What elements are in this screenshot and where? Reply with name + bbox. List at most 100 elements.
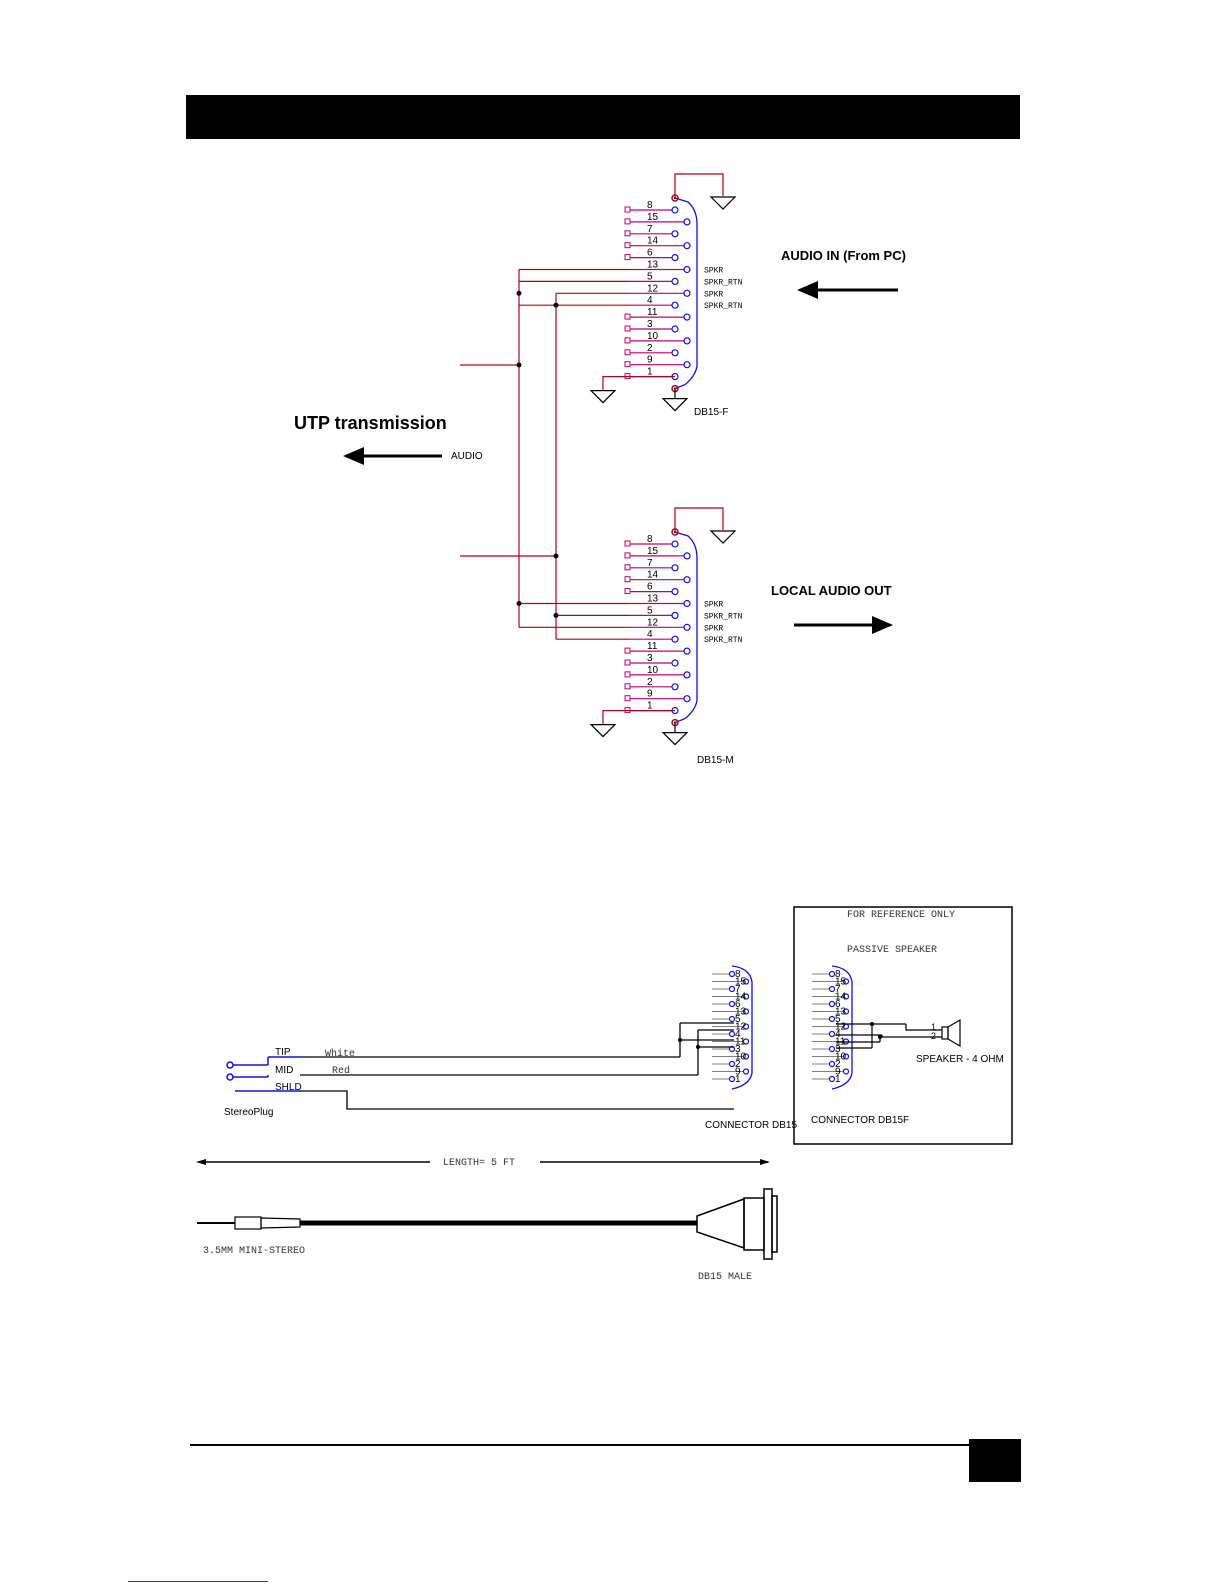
length-label: LENGTH= 5 FT: [443, 1158, 515, 1169]
audio-in-arrow-icon: [797, 281, 898, 299]
cable-connector-label: CONNECTOR DB15: [705, 1120, 797, 1131]
small-pin-number: 6: [835, 999, 841, 1010]
pin-stub: [624, 564, 631, 571]
ground-symbol-top-icon: [709, 530, 737, 544]
junction-dot: [553, 553, 559, 559]
signal-label: SPKR_RTN: [704, 612, 743, 621]
small-pin-number: 1: [835, 1074, 841, 1085]
pin-number: 15: [647, 546, 659, 557]
junction-dot: [553, 302, 559, 308]
audio-wires: [460, 268, 630, 640]
ground-symbol-bottom-icon: [661, 398, 689, 412]
junction-dot: [516, 601, 522, 606]
small-pin-number: 14: [735, 992, 747, 1003]
pin-socket: [671, 349, 679, 357]
page-number-box: [969, 1439, 1021, 1482]
small-pin-number: 13: [835, 1007, 847, 1018]
pin-stub: [624, 647, 631, 654]
small-pin-socket: [828, 1075, 836, 1083]
ground-symbol-pin1-icon: [589, 390, 617, 404]
mini-stereo-label: 3.5MM MINI-STEREO: [203, 1246, 305, 1257]
small-pin-number: 7: [735, 984, 741, 995]
signal-label: SPKR_RTN: [704, 302, 743, 311]
speaker-icon: [941, 1018, 961, 1048]
reference-title: FOR REFERENCE ONLY: [847, 910, 955, 921]
pin-socket: [671, 277, 679, 285]
pin-number: 7: [647, 224, 653, 235]
ground-wire-pin1: [602, 709, 675, 725]
pin-number: 8: [647, 200, 653, 211]
small-pin-number: 5: [835, 1014, 841, 1025]
pin-socket: [683, 671, 691, 679]
bottom-link-line: [128, 1581, 268, 1582]
small-pin-number: 8: [735, 969, 741, 980]
small-pin-number: 8: [835, 969, 841, 980]
small-pin-socket: [842, 1008, 850, 1015]
signal-label: SPKR: [704, 601, 723, 610]
audio-out-arrow-icon: [794, 616, 893, 634]
pin-number: 10: [647, 665, 659, 676]
pin-socket: [683, 265, 691, 274]
small-pin-socket: [728, 1060, 736, 1068]
small-pin-number: 2: [735, 1059, 741, 1070]
small-pin-socket: [728, 985, 736, 993]
small-connector-shell: [831, 965, 853, 1090]
pin-stub: [624, 552, 631, 559]
db15-male-label: DB15 MALE: [698, 1272, 752, 1283]
pin-number: 11: [647, 307, 658, 318]
pin-stub: [624, 254, 631, 261]
speaker-label: SPEAKER - 4 OHM: [916, 1054, 1004, 1065]
pin-number: 3: [647, 653, 653, 664]
reference-subtitle: PASSIVE SPEAKER: [847, 945, 937, 956]
pin-number: 12: [647, 283, 659, 294]
small-pin-socket: [842, 978, 850, 985]
pin-number: 13: [647, 260, 659, 271]
pin-stub: [624, 683, 631, 690]
connector-m-name: DB15-M: [697, 755, 734, 766]
pin-number: 11: [647, 641, 658, 652]
pin-socket: [671, 206, 679, 214]
reference-box: [793, 906, 1013, 1145]
pin-stub: [624, 695, 631, 702]
pin-stub: [624, 659, 631, 666]
signal-label: SPKR: [704, 624, 723, 633]
small-pin-number: 12: [735, 1022, 747, 1033]
pin-number: 4: [647, 629, 653, 640]
pin-socket: [683, 289, 691, 297]
junction-dot: [516, 362, 522, 368]
header-bar: [186, 95, 1020, 139]
length-dimension: [196, 1159, 770, 1165]
small-pin-number: 3: [735, 1044, 741, 1055]
pin-stub: [624, 576, 631, 583]
pin-socket: [683, 337, 691, 345]
pin-number: 1: [647, 701, 653, 712]
signal-label: SPKR: [704, 290, 723, 299]
pin-socket: [683, 599, 691, 608]
small-pin-socket: [828, 1060, 836, 1068]
ground-wire-pin1: [602, 376, 675, 391]
stereo-plug-label: StereoPlug: [224, 1107, 273, 1118]
small-pin-number: 1: [735, 1074, 741, 1085]
small-connector-shell: [731, 965, 753, 1090]
small-pin-socket: [742, 1008, 750, 1015]
small-pin-number: 6: [735, 999, 741, 1010]
pin-socket: [683, 623, 691, 631]
wire-shld-label: SHLD: [275, 1082, 302, 1093]
utp-transmission-title: UTP transmission: [294, 413, 447, 433]
wire-mid-label: MID: [275, 1065, 293, 1076]
small-pin-number: 5: [735, 1014, 741, 1025]
pin-socket: [671, 301, 679, 309]
small-pin-socket: [742, 1038, 750, 1045]
small-pin-number: 15: [835, 977, 847, 988]
stereo-plug-symbol: [226, 1056, 300, 1092]
ground-wire-top: [674, 173, 724, 198]
small-pin-socket: [742, 978, 750, 985]
local-audio-out-label: LOCAL AUDIO OUT: [771, 583, 892, 598]
pin-number: 15: [647, 212, 659, 223]
pin-socket: [671, 540, 679, 548]
wire-tip-label: TIP: [275, 1047, 291, 1058]
pin-stub: [624, 540, 631, 547]
db15-f-connector: 815714613512411310291SPKRSPKR_RTNSPKRSPK…: [589, 173, 743, 412]
